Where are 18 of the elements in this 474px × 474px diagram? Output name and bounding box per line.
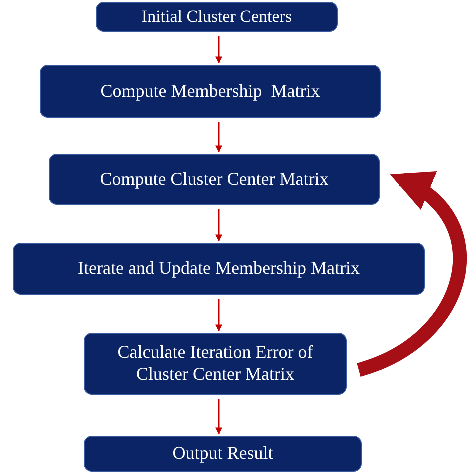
arrow xyxy=(216,399,222,435)
step-label: Output Result xyxy=(172,443,274,465)
process-box xyxy=(13,243,425,295)
step-label: Compute Cluster Center Matrix xyxy=(100,168,329,190)
process-box xyxy=(49,154,380,205)
process-box xyxy=(40,65,381,118)
arrow xyxy=(216,209,222,242)
arrow xyxy=(216,36,222,64)
process-box xyxy=(84,436,362,472)
step-label: Initial Cluster Centers xyxy=(142,6,292,28)
arrow xyxy=(216,122,222,153)
process-box xyxy=(84,333,347,395)
arrow xyxy=(356,173,467,377)
step-label: Iterate and Update Membership Matrix xyxy=(78,258,360,280)
step-label: Compute Membership Matrix xyxy=(100,80,320,102)
arrow xyxy=(216,299,222,332)
step-label: Calculate Iteration Error of Cluster Center Matrix xyxy=(116,342,314,386)
process-box xyxy=(96,2,338,32)
